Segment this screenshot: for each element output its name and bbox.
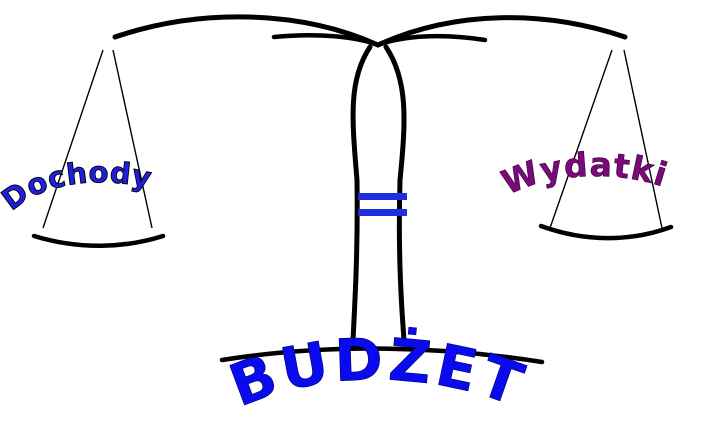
stand-top-bar [271, 33, 488, 48]
left-pan-string-inner [112, 49, 153, 229]
equals-sign-bottom-bar [358, 209, 407, 216]
right-pan-label: Wydatki [496, 145, 673, 202]
right-pan [538, 223, 674, 241]
equals-sign-top-bar [358, 193, 407, 200]
right-pan-string-inner [623, 49, 663, 229]
stand-base [219, 346, 545, 365]
left-pan-label-text: Dochody [0, 155, 155, 218]
stand-left-leg [350, 44, 373, 343]
budget-title-text: BUDŻET [220, 324, 531, 420]
stand-right-leg [383, 44, 407, 343]
right-pan-label-text: Wydatki [496, 145, 672, 203]
left-pan-label: Dochody [0, 155, 155, 217]
left-pan-string-outer [42, 49, 104, 229]
budget-title: BUDŻET [221, 324, 536, 420]
right-pan-string-outer [549, 49, 613, 229]
left-pan [31, 233, 166, 248]
